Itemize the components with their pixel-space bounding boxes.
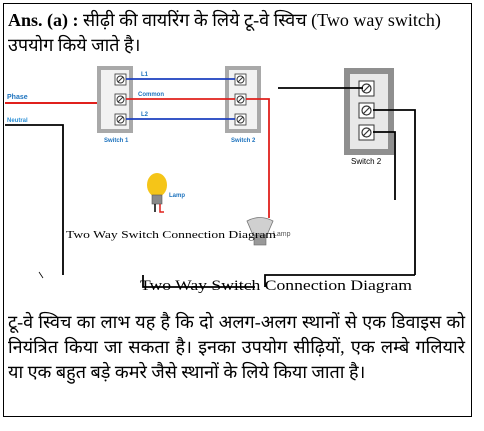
diagram-caption: Two Way Switch Connection Diagram [140, 278, 413, 294]
switch-2-large-terminal-icon [358, 80, 375, 141]
lamp-icon [246, 217, 274, 236]
l1-label: L1 [141, 72, 149, 78]
switch-2-terminal-icon [234, 73, 247, 126]
two-way-switch-diagram: Phase Neutral Switch 1 Switch 2 L1 Commo… [5, 66, 416, 294]
switch-2-small-label: Switch 2 [231, 138, 256, 144]
phase-label: Phase [7, 94, 28, 101]
l2-label: L2 [141, 112, 149, 118]
switch-1 [97, 66, 133, 133]
common-label: Common [138, 92, 164, 98]
diagram-watermark: Two Way Switch Connection Diagram [66, 230, 276, 241]
neutral-wire [5, 124, 64, 275]
large-lamp [246, 217, 274, 246]
small-lamp [147, 173, 167, 213]
neutral-label: Neutral [7, 118, 28, 124]
switch-1-terminal-icon [114, 73, 127, 126]
switch-1-label: Switch 1 [104, 138, 129, 144]
small-lamp-label: Lamp [169, 193, 185, 199]
answer-prefix: Ans. (a) : [8, 10, 79, 30]
switch-2-large [344, 68, 394, 155]
benefit-paragraph: टू-वे स्विच का लाभ यह है कि दो अलग-अलग स… [8, 312, 465, 382]
answer-text: Ans. (a) : सीढ़ी की वायरिंग के लिये टू-व… [8, 8, 463, 58]
switch2-output-wire [246, 98, 270, 218]
large-lamp-label: Lamp [273, 231, 291, 238]
answer-body: सीढ़ी की वायरिंग के लिये टू-वे स्विच (Tw… [8, 10, 441, 55]
bulb-icon [147, 173, 167, 197]
switch-2-large-label: Switch 2 [351, 157, 382, 166]
